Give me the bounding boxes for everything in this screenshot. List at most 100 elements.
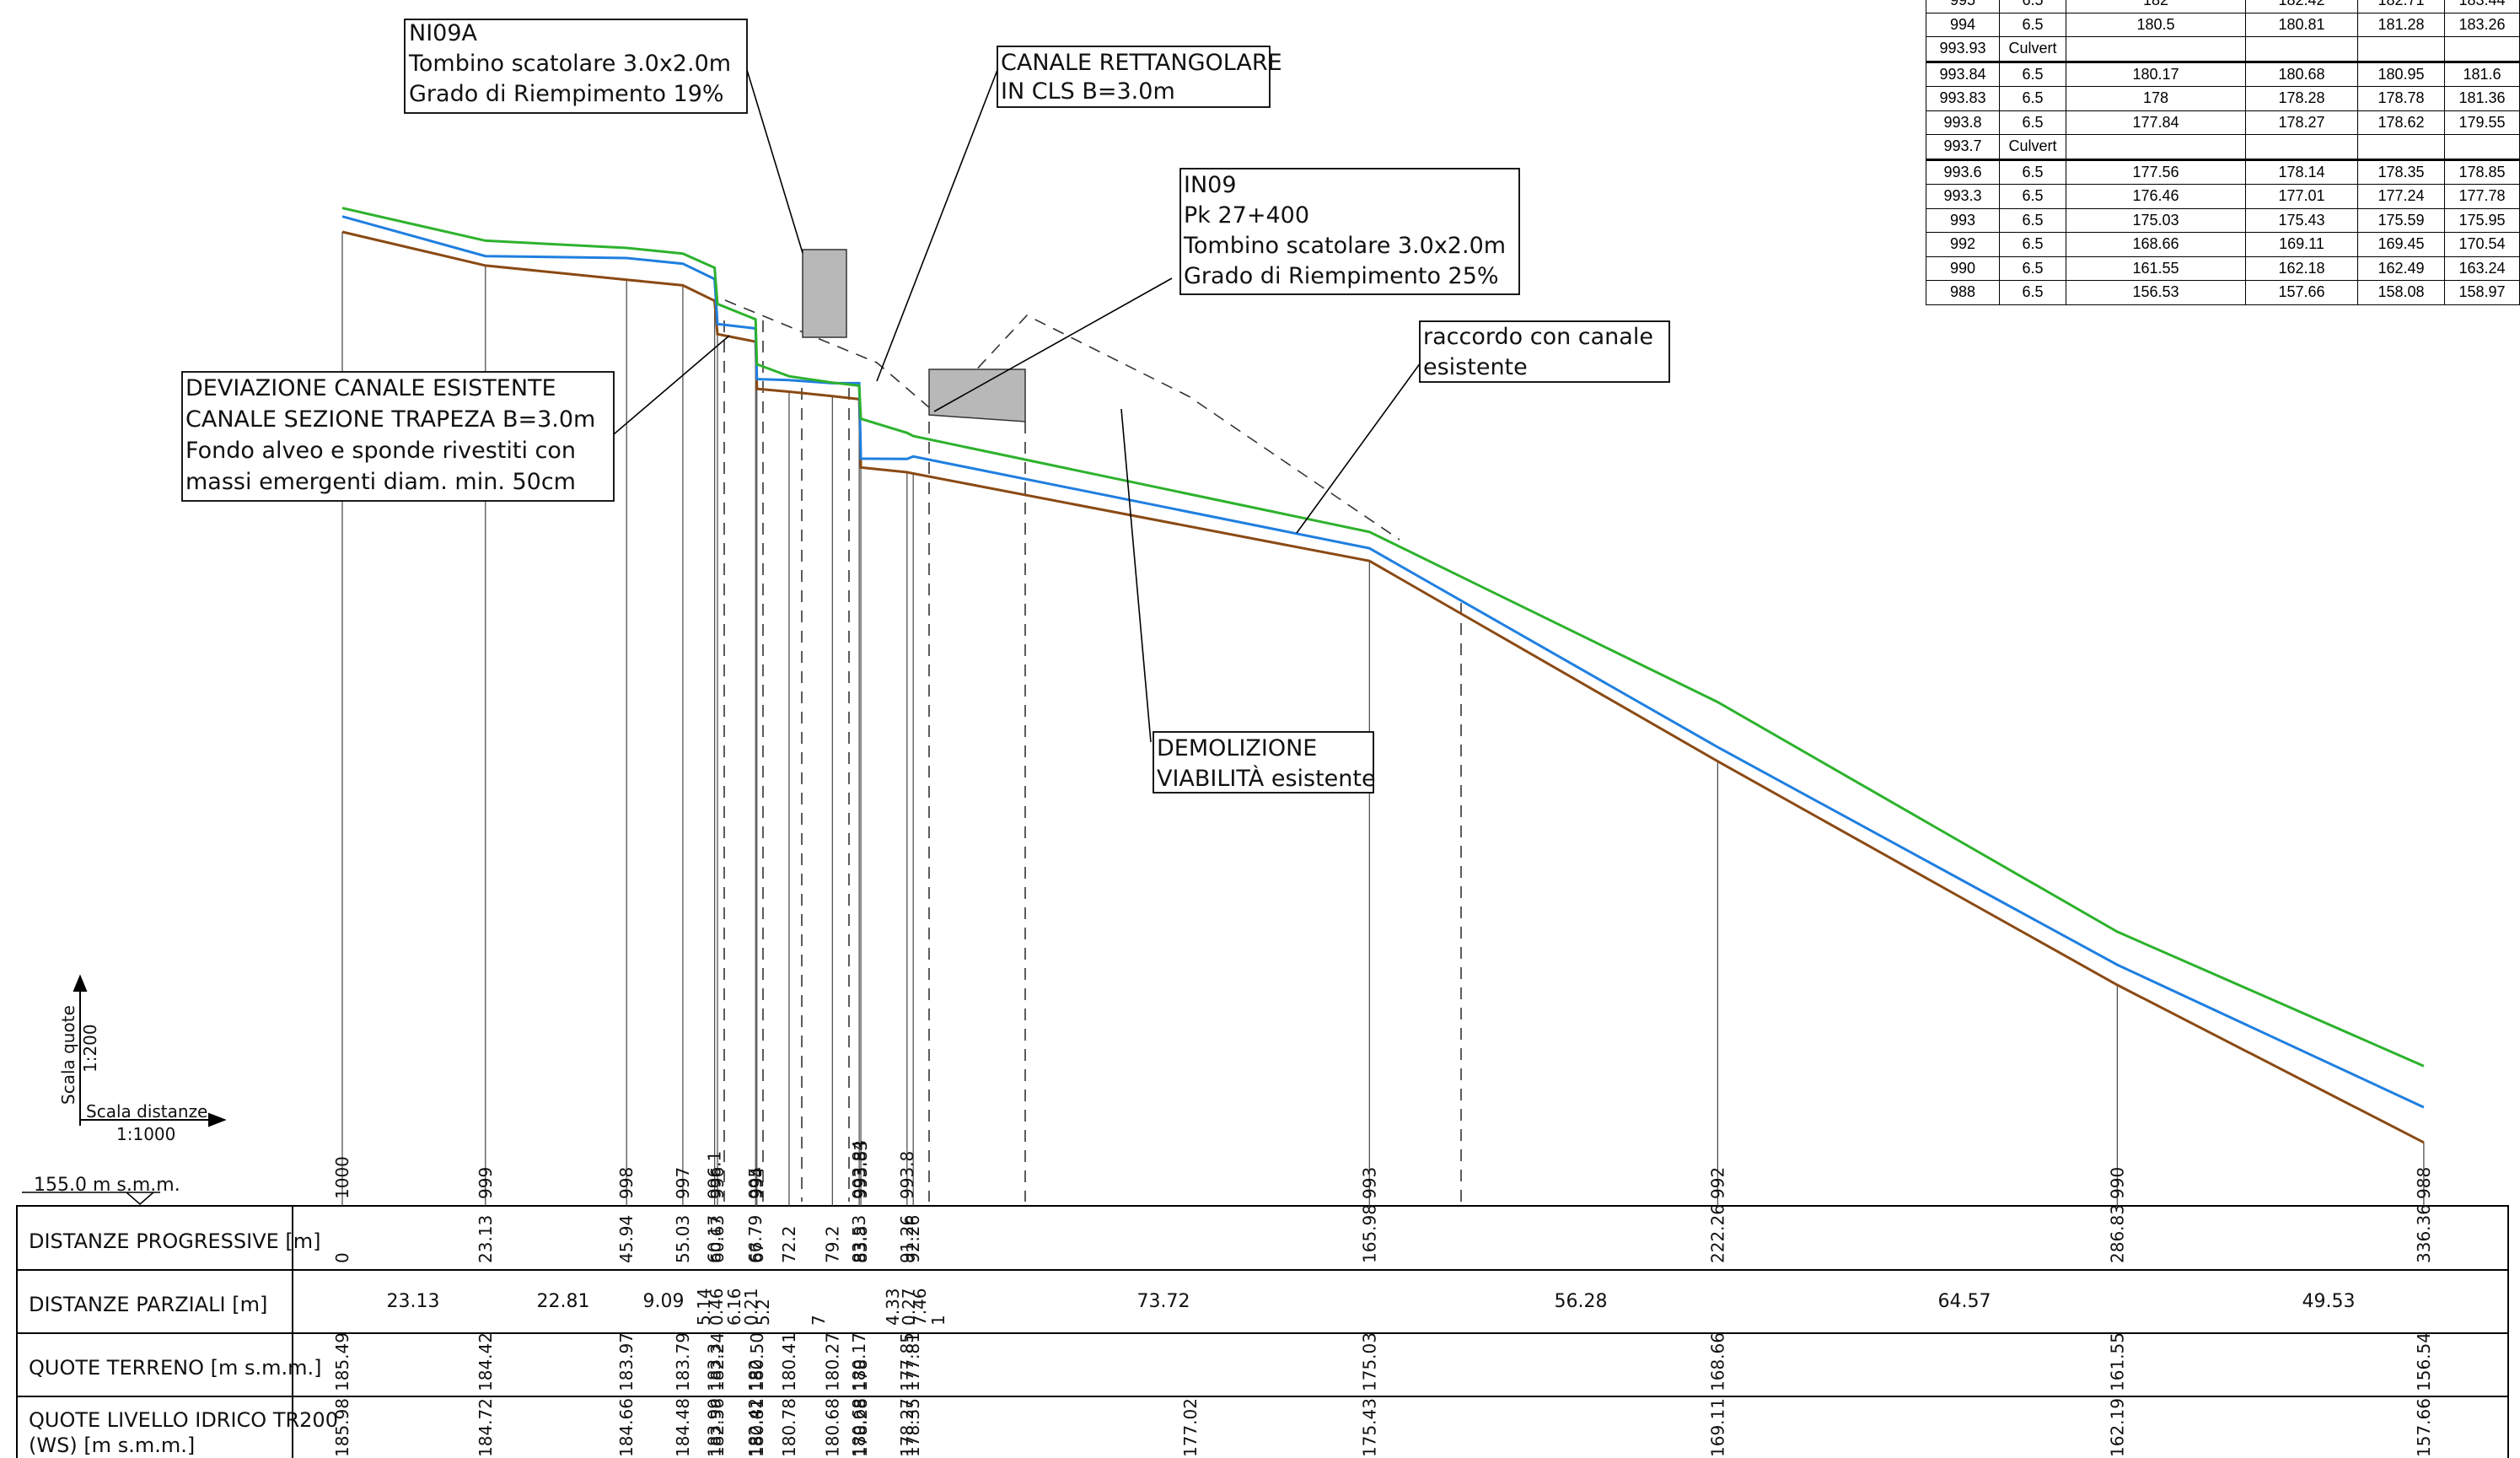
section-name: 993.8 [897,1151,917,1199]
progressive-distance: 0 [332,1252,352,1263]
water-surface-elevation: 169.11 [1707,1398,1727,1457]
terrain-elevation: 156.54 [2414,1332,2434,1391]
band-values: 0185.49185.9823.13184.42184.7245.94183.9… [332,1204,2434,1457]
scale-indicator [73,974,227,1127]
callout-raccordo-line-1: raccordo con canale [1423,324,1653,350]
table-cell: 163.24 [2444,256,2520,281]
callout-raccordo-line-2: esistente [1423,354,1528,380]
partial-distance: 0.27 [899,1288,919,1326]
band-label-ws-2: (WS) [m s.m.m.] [29,1434,195,1457]
table-cell: 183.26 [2444,12,2520,37]
table-cell: 993 [1926,207,2000,233]
section-lines [341,232,2425,1206]
progressive-distance: 23.13 [476,1215,496,1263]
table-cell [2066,134,2246,161]
table-cell: 993.6 [1926,159,2000,185]
section-name: 998 [616,1167,637,1199]
top-of-bank-line [341,207,2425,1068]
table-cell: 994 [1926,12,2000,37]
terrain-elevation: 177.81 [903,1332,923,1391]
table-cell: 182 [2066,0,2246,13]
callout-ni09a-line-2: Tombino scatolare 3.0x2.0m [408,51,731,77]
band-label-terrain: QUOTE TERRENO [m s.m.m.] [29,1356,322,1380]
section-name: 988 [2414,1167,2434,1199]
terrain-elevation: 182.24 [707,1332,728,1391]
table-cell: 6.5 [1999,110,2066,135]
terrain-elevation: 183.97 [616,1332,637,1391]
table-cell: 6.5 [1999,61,2066,87]
table-cell: 178.27 [2245,110,2358,135]
table-cell: 162.18 [2245,256,2358,281]
section-name: 990 [2107,1167,2127,1199]
table-cell: 158.97 [2444,280,2520,305]
table-cell: 182.71 [2357,0,2445,13]
progressive-distance: 91.26 [897,1215,917,1263]
progressive-distance: 55.03 [673,1215,693,1263]
callout-deviazione-line-4: massi emergenti diam. min. 50cm [185,469,576,495]
datum-label: 155.0 m s.m.m. [34,1175,180,1196]
table-cell: 6.5 [1999,256,2066,281]
table-cell: 990 [1926,256,2000,281]
table-cell [2245,36,2358,63]
terrain-elevation: 180.27 [822,1332,842,1391]
partial-distance: 23.13 [387,1291,440,1312]
section-name: 994 [747,1167,767,1199]
table-cell: 170.54 [2444,232,2520,257]
band-label-progressive: DISTANZE PROGRESSIVE [m] [29,1229,321,1253]
table-cell: 6.5 [1999,280,2066,305]
callout-canale: CANALE RETTANGOLARE IN CLS B=3.0m [997,46,1282,108]
water-surface-elevation: 177.02 [1180,1398,1201,1457]
data-bands [16,1192,2509,1458]
progressive-distance: 72.2 [779,1225,799,1263]
table-cell: 181.28 [2357,12,2445,37]
table-cell: 178.35 [2357,159,2445,185]
section-name: 997 [673,1167,693,1199]
horizontal-scale-label: Scala distanze [86,1101,207,1122]
callout-in09: IN09 Pk 27+400 Tombino scatolare 3.0x2.0… [1179,168,1520,295]
table-cell: 6.5 [1999,159,2066,185]
table-cell: 6.5 [1999,184,2066,209]
progressive-distance: 45.94 [616,1215,637,1263]
terrain-elevation: 175.03 [1359,1332,1379,1391]
terrain-elevation: 183.3 [705,1343,725,1391]
table-cell [2245,134,2358,161]
table-cell: 177.01 [2245,184,2358,209]
table-cell: 181.36 [2444,86,2520,111]
table-cell: 180.95 [2357,61,2445,87]
table-cell: 161.55 [2066,256,2246,281]
callout-leaders [613,69,1421,743]
vertical-scale-label: Scala quote [58,1005,78,1105]
partial-distance: 6.16 [724,1288,744,1326]
callout-in09-line-1: IN09 [1184,172,1237,198]
terrain-elevation: 177.85 [897,1332,917,1391]
table-cell: 157.66 [2245,280,2358,305]
water-surface-elevation: 184.66 [616,1398,637,1457]
water-surface-elevation: 157.66 [2414,1398,2434,1457]
section-name: 993.83 [851,1140,871,1199]
terrain-elevation: 180.41 [779,1332,799,1391]
table-cell: 6.5 [1999,232,2066,257]
table-cell: 993.3 [1926,184,2000,209]
table-cell: 178.78 [2357,86,2445,111]
table-cell [2444,134,2520,161]
horizontal-scale-ratio: 1:1000 [116,1124,175,1144]
table-cell: 162.49 [2357,256,2445,281]
water-surface-elevation: 180.81 [747,1398,767,1457]
callout-canale-line-1: CANALE RETTANGOLARE [1001,50,1282,76]
table-cell: 175.95 [2444,207,2520,233]
table-cell: 178 [2066,86,2246,111]
water-surface-elevation: 180.68 [849,1398,869,1457]
section-name: 996.1 [705,1151,725,1199]
terrain-elevation: 184.42 [476,1332,496,1391]
culvert-ni09a-box [802,249,847,338]
callout-in09-line-3: Tombino scatolare 3.0x2.0m [1183,233,1506,259]
progressive-distance: 60.17 [705,1215,725,1263]
table-cell: 180.81 [2245,12,2358,37]
table-cell: 180.68 [2245,61,2358,87]
table-cell: 180.5 [2066,12,2246,37]
water-surface-elevation: 180.78 [779,1398,799,1457]
